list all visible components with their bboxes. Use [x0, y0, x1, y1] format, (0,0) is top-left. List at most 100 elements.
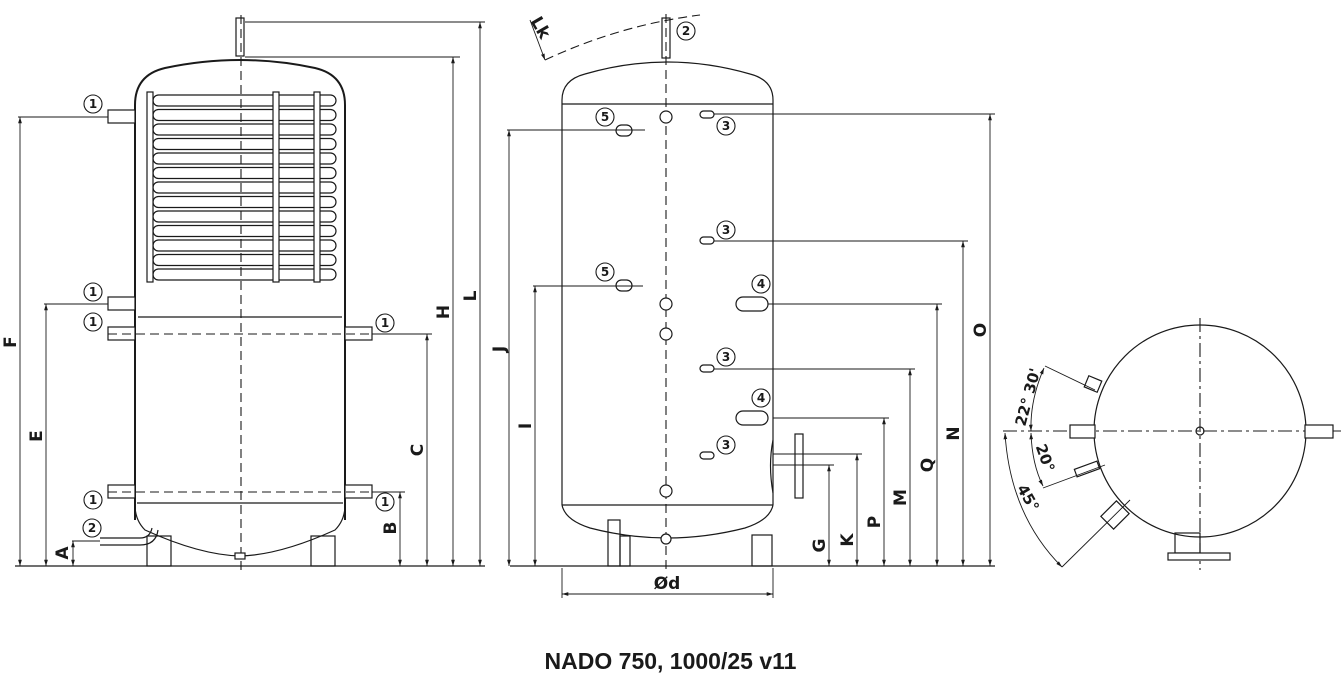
- connection-label: 1: [375, 313, 395, 333]
- tank-leg: [146, 535, 172, 567]
- connection-pipe: [344, 484, 373, 499]
- top-pipe: [235, 17, 245, 57]
- svg-text:1: 1: [89, 315, 97, 329]
- center-port: [659, 484, 673, 498]
- sensor-sleeve: [699, 110, 715, 119]
- angle-label: 20°: [1032, 442, 1059, 475]
- side-section-view: 1 1 1 1 1 1 2 F E A B C H L: [1, 15, 485, 570]
- dimension-label-Q: Q: [918, 458, 938, 472]
- coil-turn: [152, 224, 337, 238]
- dimension-label-M: M: [891, 489, 911, 506]
- connection-pipe: [107, 296, 136, 311]
- coil-turn: [152, 108, 337, 122]
- svg-text:1: 1: [381, 316, 389, 330]
- connection-pipe: [107, 109, 136, 124]
- port-4: [735, 410, 769, 426]
- dimension-label-G: G: [810, 539, 830, 553]
- coil-turn: [152, 195, 337, 209]
- coil-turn: [152, 253, 337, 267]
- connection-label: 1: [375, 492, 395, 512]
- connection-label: 5: [595, 262, 615, 282]
- flange: [794, 433, 804, 499]
- center-port: [659, 297, 673, 311]
- angle-arc: [1003, 432, 1063, 568]
- svg-text:3: 3: [722, 119, 730, 133]
- dimension-label-B: B: [381, 522, 401, 535]
- sensor-sleeve: [699, 236, 715, 245]
- tank-leg: [619, 535, 631, 567]
- center-port: [659, 327, 673, 341]
- connection-label: 4: [751, 274, 771, 294]
- tank-leg: [607, 519, 621, 567]
- tilt-label: Lk: [526, 13, 555, 43]
- svg-text:1: 1: [89, 285, 97, 299]
- diameter-label: Ød: [654, 574, 681, 594]
- coil-turn: [152, 166, 337, 180]
- svg-text:1: 1: [381, 495, 389, 509]
- coil-turn: [152, 137, 337, 151]
- dimension-label-L: L: [461, 290, 481, 301]
- port-4: [735, 296, 769, 312]
- tank-shell: [561, 61, 774, 505]
- sensor-sleeve: [699, 451, 715, 460]
- svg-text:5: 5: [601, 265, 609, 279]
- connection-label: 3: [716, 116, 736, 136]
- tilt-arc: [544, 14, 701, 61]
- dimension-label-H: H: [434, 305, 454, 319]
- coil-turn: [152, 123, 337, 136]
- coil-turn: [152, 268, 337, 281]
- drain-plug: [234, 552, 246, 560]
- port-stub: [1083, 374, 1103, 394]
- connection-label: 3: [716, 435, 736, 455]
- flange-neck: [769, 439, 774, 494]
- coil-turn: [152, 239, 337, 252]
- tank-leg: [751, 534, 773, 567]
- center-port: [660, 533, 672, 545]
- svg-text:4: 4: [757, 277, 765, 291]
- connection-label: 1: [83, 312, 103, 332]
- dimension-label-O: O: [971, 323, 991, 337]
- port-5: [615, 279, 633, 292]
- svg-text:1: 1: [89, 493, 97, 507]
- tank-shell: [134, 59, 346, 520]
- dimension-label-C: C: [408, 444, 428, 456]
- port-stub: [1069, 424, 1096, 439]
- coil-turn: [152, 181, 337, 194]
- svg-text:3: 3: [722, 438, 730, 452]
- sensor-sleeve: [699, 364, 715, 373]
- connection-label: 2: [82, 518, 102, 538]
- svg-text:2: 2: [88, 521, 96, 535]
- coil-support: [146, 91, 154, 283]
- bottom-head: [561, 504, 774, 539]
- svg-text:5: 5: [601, 110, 609, 124]
- coil-support: [313, 91, 321, 283]
- connection-label: 3: [716, 220, 736, 240]
- dimension-label-K: K: [838, 533, 858, 547]
- svg-text:4: 4: [757, 391, 765, 405]
- center-port: [659, 110, 673, 124]
- connection-label: 1: [83, 490, 103, 510]
- dimension-label-I: I: [516, 423, 536, 429]
- drawing-title: NADO 750, 1000/25 v11: [544, 648, 797, 674]
- svg-text:3: 3: [722, 350, 730, 364]
- tank-leg: [310, 535, 336, 567]
- connection-pipe: [344, 326, 373, 341]
- flange: [1167, 552, 1231, 561]
- tank-bottom-head: [134, 504, 346, 557]
- connection-label: 4: [751, 388, 771, 408]
- dimension-label-N: N: [944, 426, 964, 440]
- port-stub: [1073, 460, 1101, 478]
- dimension-label-E: E: [27, 430, 47, 442]
- coil-turn: [152, 210, 337, 223]
- connection-label: 2: [676, 21, 696, 41]
- top-view: 22° 30' 20° 45°: [1003, 318, 1341, 570]
- svg-text:3: 3: [722, 223, 730, 237]
- front-view: Lk 2 5 3 3 5 4 3 4 3 J: [490, 13, 995, 598]
- dimension-label-A: A: [53, 546, 73, 560]
- drain-pipe: [100, 529, 159, 546]
- top-pipe: [661, 17, 671, 59]
- angle-label: 22° 30': [1012, 366, 1045, 428]
- connection-label: 5: [595, 107, 615, 127]
- connection-label: 3: [716, 347, 736, 367]
